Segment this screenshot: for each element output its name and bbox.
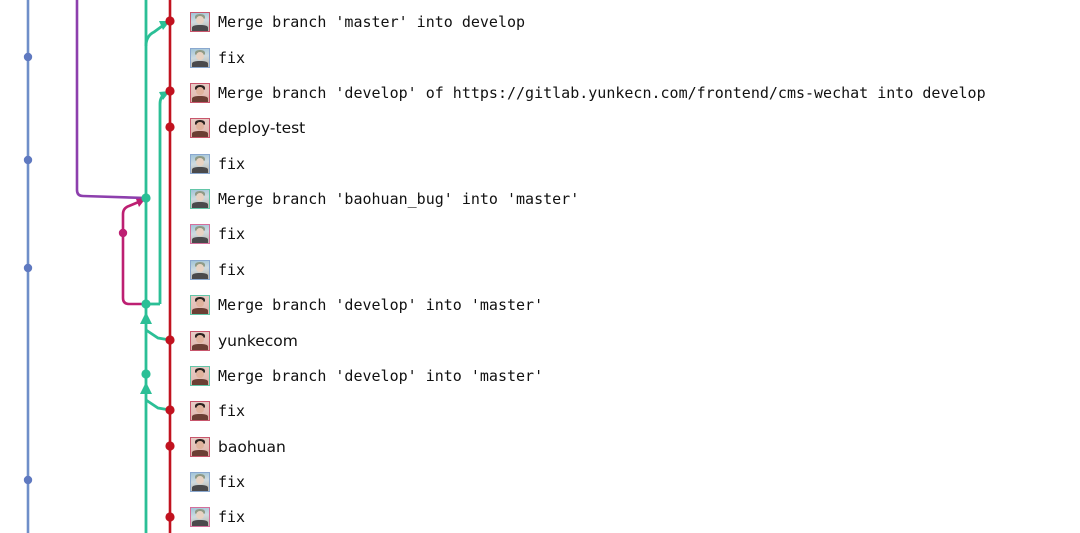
commit-message: deploy-test <box>218 119 306 137</box>
commit-message: Merge branch 'develop' into 'master' <box>218 296 544 314</box>
commit-message: Merge branch 'develop' into 'master' <box>218 367 544 385</box>
avatar <box>190 48 210 68</box>
avatar <box>190 260 210 280</box>
commit-node-red <box>165 512 175 522</box>
commit-node-red <box>165 16 175 26</box>
avatar <box>190 118 210 138</box>
commit-row[interactable]: Merge branch 'develop' into 'master' <box>190 364 543 388</box>
commit-node-magenta <box>118 228 128 238</box>
commit-row[interactable]: Merge branch 'develop' of https://gitlab… <box>190 81 986 105</box>
commit-row[interactable]: fix <box>190 152 245 176</box>
commit-message: Merge branch 'baohuan_bug' into 'master' <box>218 190 580 208</box>
avatar <box>190 507 210 527</box>
avatar <box>190 437 210 457</box>
avatar <box>190 83 210 103</box>
avatar <box>190 224 210 244</box>
lane-magenta <box>118 198 146 306</box>
commit-row[interactable]: deploy-test <box>190 116 305 140</box>
commit-node-red <box>165 86 175 96</box>
commit-node-red <box>165 441 175 451</box>
commit-row[interactable]: Merge branch 'baohuan_bug' into 'master' <box>190 187 579 211</box>
commit-node-green <box>141 369 151 379</box>
commit-message: Merge branch 'develop' of https://gitlab… <box>218 84 986 102</box>
avatar <box>190 189 210 209</box>
commit-graph-lanes <box>23 0 175 533</box>
commit-row[interactable]: yunkecom <box>190 329 298 353</box>
avatar <box>190 401 210 421</box>
commit-row[interactable]: Merge branch 'develop' into 'master' <box>190 293 543 317</box>
commit-message: fix <box>218 508 246 526</box>
commit-node-red <box>165 405 175 415</box>
avatar <box>190 12 210 32</box>
commit-row[interactable]: fix <box>190 222 245 246</box>
lane-red <box>165 0 175 533</box>
commit-row[interactable]: fix <box>190 46 245 70</box>
commit-row[interactable]: Merge branch 'master' into develop <box>190 10 525 34</box>
commit-node-red <box>165 122 175 132</box>
commit-message: yunkecom <box>218 332 298 350</box>
commit-row[interactable]: fix <box>190 258 245 282</box>
commit-message: Merge branch 'master' into develop <box>218 13 526 31</box>
avatar <box>190 472 210 492</box>
commit-node-green <box>141 193 151 203</box>
commit-node-blue <box>23 475 33 485</box>
commit-message: baohuan <box>218 438 286 456</box>
commit-node-blue <box>23 263 33 273</box>
green-up-arrow <box>140 382 152 394</box>
avatar <box>190 295 210 315</box>
avatar <box>190 331 210 351</box>
commit-row[interactable]: fix <box>190 470 245 494</box>
commit-message: fix <box>218 261 246 279</box>
commit-message: fix <box>218 49 246 67</box>
avatar <box>190 154 210 174</box>
commit-message: fix <box>218 225 246 243</box>
commit-node-blue <box>23 155 33 165</box>
commit-message: fix <box>218 155 246 173</box>
commit-row[interactable]: fix <box>190 505 245 529</box>
commit-row[interactable]: baohuan <box>190 435 286 459</box>
commit-row[interactable]: fix <box>190 399 245 423</box>
commit-message: fix <box>218 473 246 491</box>
commit-node-green <box>141 299 151 309</box>
lane-blue <box>23 0 33 533</box>
commit-message: fix <box>218 402 246 420</box>
lane-purple <box>75 0 147 200</box>
green-up-arrow <box>140 312 152 324</box>
commit-node-blue <box>23 52 33 62</box>
commit-node-red <box>165 335 175 345</box>
avatar <box>190 366 210 386</box>
